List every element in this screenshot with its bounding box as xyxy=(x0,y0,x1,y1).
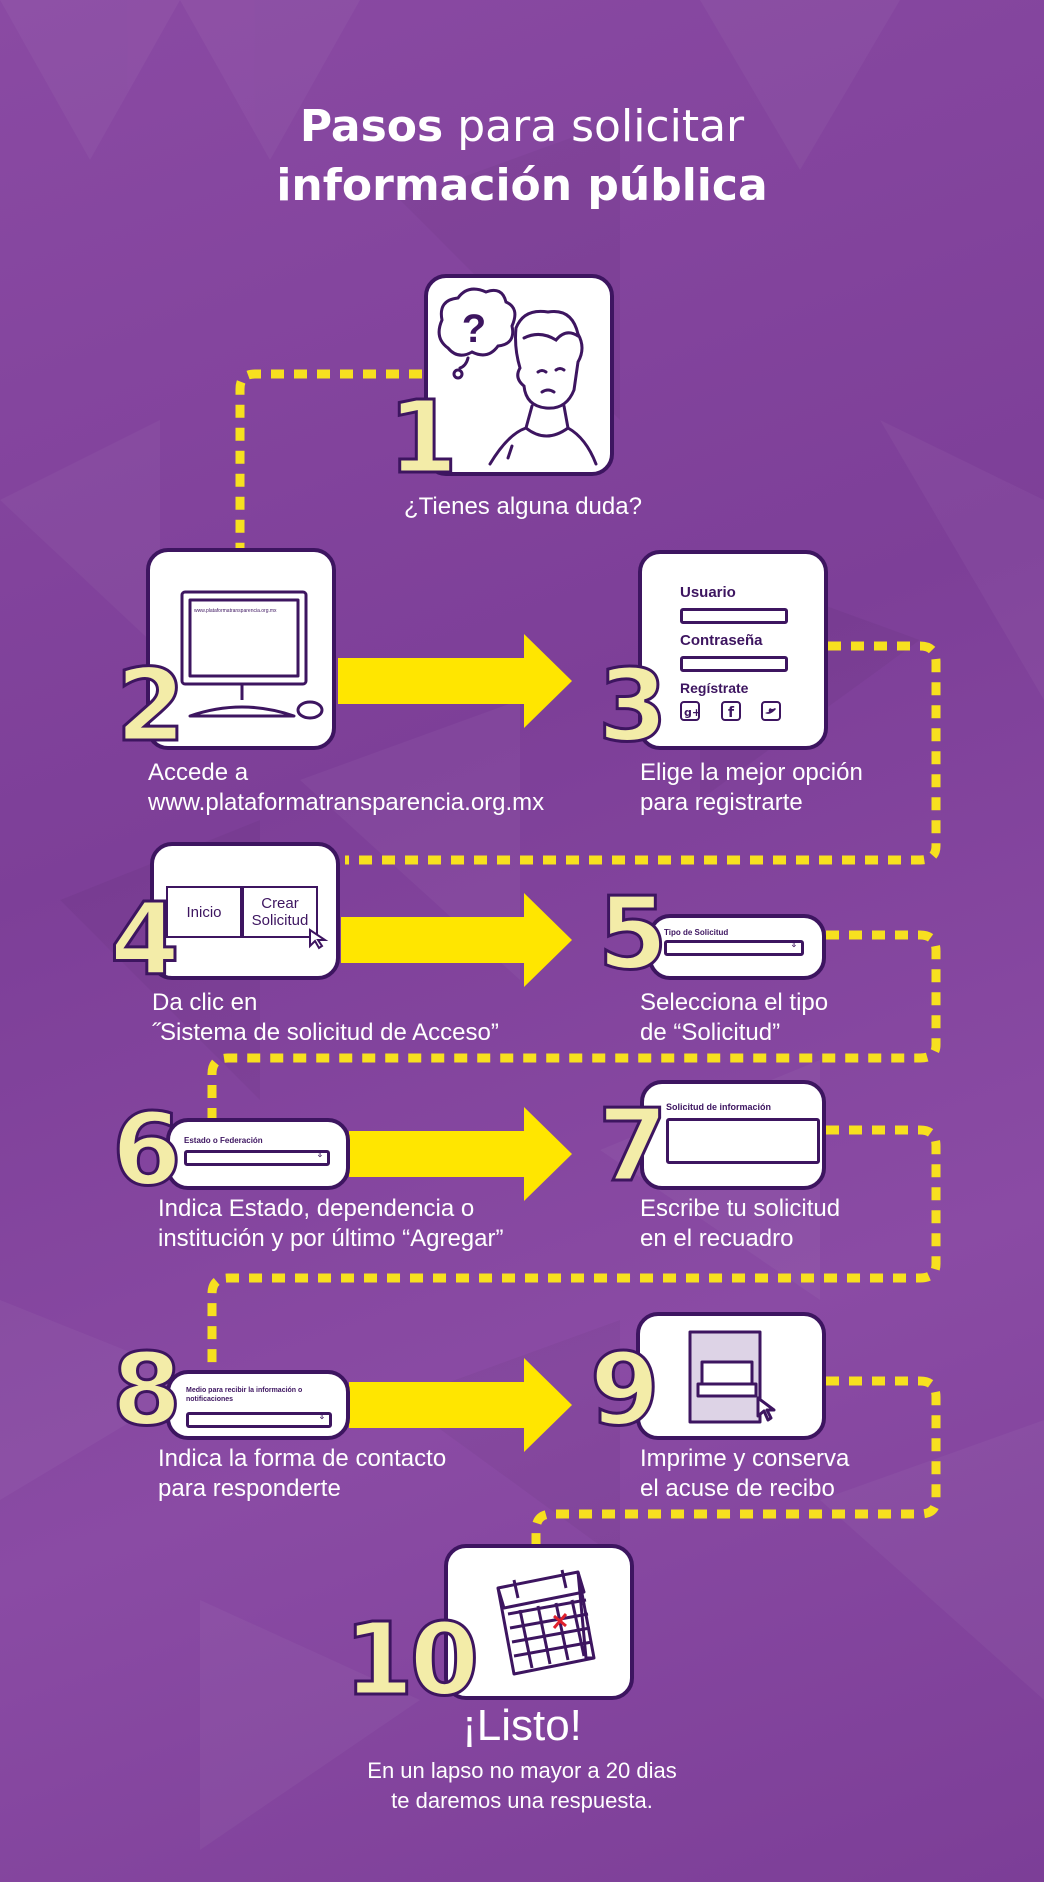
connector-1-2 xyxy=(235,369,422,548)
google-plus-icon xyxy=(680,701,700,721)
step7-card: Solicitud de información xyxy=(640,1080,826,1190)
step2-caption: Accede a www.plataformatransparencia.org… xyxy=(148,758,544,818)
step4-caption: Da clic en ˝Sistema de solicitud de Acce… xyxy=(152,988,499,1048)
step2-card: www.plataformatransparencia.org.mx xyxy=(146,548,336,750)
caption-line: Elige la mejor opción xyxy=(640,759,863,786)
solicitud-label: Solicitud de información xyxy=(666,1102,772,1112)
solicitud-textarea xyxy=(666,1118,820,1164)
caption-line: en el recuadro xyxy=(640,1225,794,1252)
caption-line: Escribe tu solicitud xyxy=(640,1195,841,1222)
user-field xyxy=(680,608,788,624)
tipo-solicitud-label: Tipo de Solicitud xyxy=(664,928,729,937)
step10-card xyxy=(444,1544,634,1700)
caption-line: Indica Estado, dependencia o xyxy=(158,1195,475,1222)
page-title: Pasos para solicitar información pública xyxy=(0,98,1044,216)
password-label: Contraseña xyxy=(680,632,763,649)
step3-card: Usuario Contraseña Regístrate g+ f xyxy=(638,550,828,750)
crear-solicitud-button: Crear Solicitud xyxy=(242,886,318,938)
caption-line: de “Solicitud” xyxy=(640,1019,781,1046)
facebook-icon xyxy=(721,701,741,721)
chevron-down-icon: ⇕ xyxy=(790,940,798,950)
step6-number: 6 xyxy=(111,1091,184,1208)
connector-3-4 xyxy=(345,641,941,865)
step7-caption: Escribe tu solicitud en el recuadro xyxy=(640,1194,840,1254)
connector-9-10 xyxy=(531,1376,941,1544)
step5-caption: Selecciona el tipo de “Solicitud” xyxy=(640,988,828,1048)
estado-label: Estado o Federación xyxy=(184,1136,263,1145)
step6-card: Estado o Federación ⇕ xyxy=(166,1118,350,1190)
step5-number: 5 xyxy=(597,875,670,992)
chevron-down-icon: ⇕ xyxy=(318,1412,326,1422)
final-line: En un lapso no mayor a 20 dias xyxy=(367,1758,677,1783)
title-bold: Pasos xyxy=(299,101,444,152)
final-line: te daremos una respuesta. xyxy=(391,1788,653,1813)
final-message: En un lapso no mayor a 20 dias te daremo… xyxy=(0,1756,1044,1816)
step8-number: 8 xyxy=(111,1331,184,1448)
step9-card xyxy=(636,1312,826,1440)
title-rest: para solicitar xyxy=(443,101,745,152)
step9-caption: Imprime y conserva el acuse de recibo xyxy=(640,1444,849,1504)
step4-number: 4 xyxy=(109,881,182,998)
step2-number: 2 xyxy=(115,647,188,764)
confused-person-icon: ? xyxy=(437,287,598,466)
caption-line: ˝Sistema de solicitud de Acceso” xyxy=(152,1019,499,1046)
printer-icon xyxy=(688,1330,776,1424)
step1-number: 1 xyxy=(387,379,460,496)
computer-icon xyxy=(180,590,324,720)
chevron-down-icon: ⇕ xyxy=(316,1150,324,1160)
caption-line: Da clic en xyxy=(152,989,258,1016)
register-label: Regístrate xyxy=(680,680,749,696)
user-label: Usuario xyxy=(680,584,736,601)
caption-line: el acuse de recibo xyxy=(640,1475,835,1502)
svg-text:?: ? xyxy=(462,307,486,351)
connector-7-8 xyxy=(207,1125,941,1370)
arrow-8-9 xyxy=(349,1358,572,1452)
title-line2: información pública xyxy=(276,160,768,211)
caption-line: para registrarte xyxy=(640,789,803,816)
caption-line: Imprime y conserva xyxy=(640,1445,850,1472)
password-field xyxy=(680,656,788,672)
caption-line: institución y por último “Agregar” xyxy=(158,1225,504,1252)
step7-number: 7 xyxy=(597,1087,670,1204)
connector-5-6 xyxy=(207,930,941,1118)
medio-label: Medio para recibir la información o noti… xyxy=(186,1387,303,1403)
medio-dropdown xyxy=(186,1412,332,1428)
step3-caption: Elige la mejor opción para registrarte xyxy=(640,758,863,818)
step9-number: 9 xyxy=(589,1331,662,1448)
calendar-icon xyxy=(496,1569,596,1676)
arrow-2-3 xyxy=(338,634,572,728)
final-title: ¡Listo! xyxy=(462,1701,582,1750)
step10-number: 10 xyxy=(342,1601,480,1718)
step1-card: ? xyxy=(424,274,614,476)
social-icons: g+ f xyxy=(680,701,781,721)
caption-line: ¿Tienes alguna duda? xyxy=(404,493,642,520)
step8-card: Medio para recibir la información o noti… xyxy=(166,1370,350,1440)
arrow-4-5 xyxy=(341,893,572,987)
cursor-icon xyxy=(309,928,329,950)
screen-url-text: www.plataformatransparencia.org.mx xyxy=(194,608,277,614)
step6-caption: Indica Estado, dependencia o institución… xyxy=(158,1194,503,1254)
arrow-6-7 xyxy=(349,1107,572,1201)
inicio-button: Inicio xyxy=(166,886,242,938)
caption-line: Accede a xyxy=(148,759,249,786)
svg-text:g+: g+ xyxy=(684,706,701,719)
step1-caption: ¿Tienes alguna duda? xyxy=(404,492,642,522)
svg-text:f: f xyxy=(728,705,735,721)
caption-line: Indica la forma de contacto xyxy=(158,1445,447,1472)
twitter-icon xyxy=(761,701,781,721)
caption-line: para responderte xyxy=(158,1475,341,1502)
step5-card: Tipo de Solicitud ⇕ xyxy=(648,914,826,980)
caption-line: Selecciona el tipo xyxy=(640,989,829,1016)
tipo-solicitud-dropdown xyxy=(664,940,804,956)
estado-dropdown xyxy=(184,1150,330,1166)
step3-number: 3 xyxy=(597,647,670,764)
caption-line: www.plataformatransparencia.org.mx xyxy=(148,789,545,816)
step4-card: Inicio Crear Solicitud xyxy=(150,842,340,980)
step8-caption: Indica la forma de contacto para respond… xyxy=(158,1444,446,1504)
